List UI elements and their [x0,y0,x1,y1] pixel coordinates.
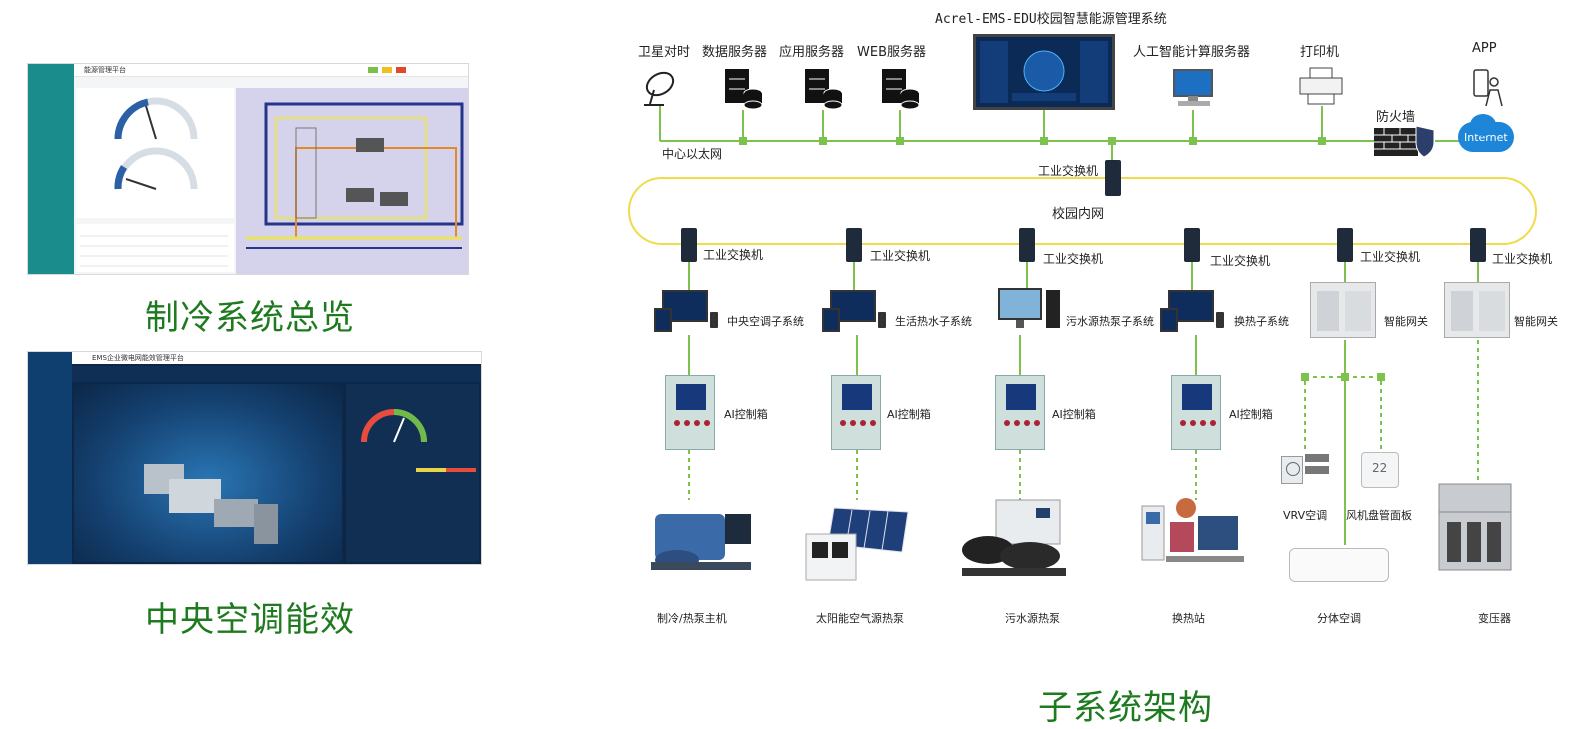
equipment-label: 变压器 [1478,612,1511,625]
satellite-dish-icon [644,71,675,106]
workstation-icon [1160,290,1224,334]
3d-scene [74,384,342,562]
control-box-label: AI控制箱 [887,408,931,421]
equipment-label: 换热站 [1172,612,1205,625]
gateway-label: 智能网关 [1514,315,1558,328]
thermostat-reading: 22 [1372,461,1388,475]
pipe-lines [246,102,464,249]
diagram-title: Acrel-EMS-EDU校园智慧能源管理系统 [935,12,1167,27]
subsystem-architecture-caption: 子系统架构 [1038,688,1213,728]
dashboard-display [973,34,1115,110]
label-campus-network: 校园内网 [1052,207,1105,222]
label-core-switch: 工业交换机 [1038,164,1099,178]
control-box-icon [1171,375,1221,450]
transformer-icon [1438,483,1512,571]
switch-icon [681,228,697,262]
label-printer: 打印机 [1300,45,1340,60]
sidebar [28,64,74,274]
internet-cloud-icon: Internet [1458,122,1514,152]
equipment-label: 分体空调 [1317,612,1361,625]
chiller-icon [651,514,751,570]
printer-icon [1299,67,1343,105]
label-app: APP [1472,41,1497,56]
right-panel [346,384,479,562]
control-box-icon [831,375,881,450]
status-badge [396,67,406,73]
label-data-server: 数据服务器 [702,45,768,60]
app-title: 能源管理平台 [84,66,126,74]
switch-label: 工业交换机 [1043,252,1104,266]
server-icon [725,69,763,109]
switch-label: 工业交换机 [1492,252,1553,266]
desktop-computer-icon [1173,69,1213,106]
equipment-model [144,464,278,544]
workstation-icon [822,290,886,334]
app-header: 能源管理平台 [74,64,468,77]
hvac-efficiency-caption: 中央空调能效 [145,600,355,640]
label-web-server: WEB服务器 [857,45,926,60]
solar-heat-pump-icon [805,507,909,581]
subsystem-label: 污水源热泵子系统 [1066,315,1154,328]
switch-label: 工业交换机 [870,249,931,263]
server-icon [805,69,843,109]
thermostat-icon: 22 [1361,452,1399,488]
internet-label: Internet [1464,131,1508,144]
refrigeration-overview-caption: 制冷系统总览 [145,298,355,338]
cloud-bump [1470,114,1496,136]
label-satellite-clock: 卫星对时 [638,45,691,60]
control-box-label: AI控制箱 [724,408,768,421]
equipment-label: 污水源热泵 [1005,612,1060,625]
label-app-server: 应用服务器 [779,45,845,60]
gauges [76,97,234,272]
subsystem-label: 中央空调子系统 [727,315,804,328]
hvac-efficiency-screenshot: EMS企业微电网能效管理平台 [27,351,482,565]
control-box-label: AI控制箱 [1052,408,1096,421]
pipe-schematic [236,88,468,274]
switch-icon [1019,228,1035,262]
vrv-label: VRV空调 [1283,509,1328,522]
equipment-label: 太阳能空气源热泵 [816,612,904,625]
efficiency-gauge [361,409,476,472]
switch-icon [1337,228,1353,262]
sewage-heat-pump-icon [962,499,1066,576]
subsystem-label: 生活热水子系统 [895,315,972,328]
control-box-icon [665,375,715,450]
firewall-icon [1374,125,1435,158]
label-ai-server: 人工智能计算服务器 [1133,45,1251,60]
workstation-icon [654,290,718,334]
core-switch-icon [1105,160,1121,196]
split-ac-icon [1289,548,1389,582]
switch-label: 工业交换机 [703,248,764,262]
sidebar [28,352,72,564]
switch-icon [1184,228,1200,262]
label-firewall: 防火墙 [1376,110,1416,125]
control-box-label: AI控制箱 [1229,408,1273,421]
gateway-label: 智能网关 [1384,315,1428,328]
subsystem-label: 换热子系统 [1234,315,1289,328]
tool-bar [72,366,481,382]
vrv-unit-icon [1281,452,1329,486]
dashboard-screen [980,41,1108,103]
gateway-icon [1310,282,1376,338]
switch-label: 工业交换机 [1210,254,1271,268]
mobile-app-icon [1473,69,1503,107]
app-title: EMS企业微电网能效管理平台 [92,354,184,362]
server-icon [882,69,920,109]
label-ethernet: 中心以太网 [662,147,723,161]
equipment-label: 制冷/热泵主机 [657,612,727,625]
fan-panel-label: 风机盘管面板 [1346,509,1412,522]
switch-label: 工业交换机 [1360,250,1421,264]
app-header: EMS企业微电网能效管理平台 [72,352,481,364]
gateway-icon [1444,282,1510,338]
refrigeration-overview-screenshot: 能源管理平台 [27,63,469,275]
status-badge [368,67,378,73]
switch-icon [1470,228,1486,262]
control-box-icon [995,375,1045,450]
workstation-icon [998,288,1062,334]
switch-icon [846,228,862,262]
heat-exchange-station-icon [1141,498,1244,562]
status-badge [382,67,392,73]
